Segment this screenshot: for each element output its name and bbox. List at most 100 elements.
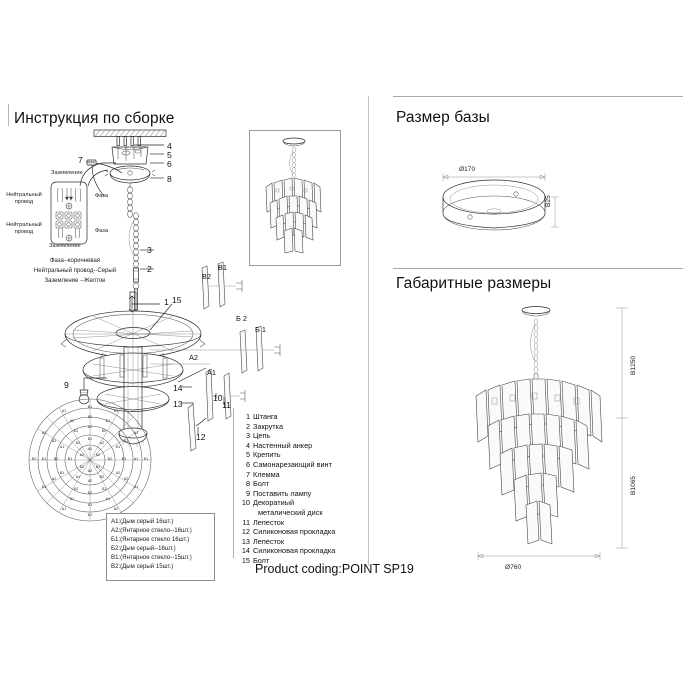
label-b2-cyrillic: Б 2	[236, 314, 248, 323]
part-label: Самонарезающий винт	[253, 459, 332, 469]
callout-6: 6	[167, 159, 172, 169]
part-label: Цепь	[253, 431, 271, 441]
wiring-ground-top-label: Заземление	[51, 170, 83, 176]
part-number: 4	[245, 440, 250, 450]
svg-text:A1: A1	[88, 503, 92, 507]
svg-text:Б1: Б1	[102, 487, 106, 491]
glass-legend-b1-cyr: Б1:(Янтарное стекло 16шт.)	[111, 536, 190, 544]
part-number: 15	[241, 555, 250, 565]
part-label: металический диск	[258, 507, 323, 517]
svg-text:B2: B2	[54, 457, 58, 461]
total-height-label: B1250	[630, 355, 637, 375]
fixture-height-label: B1065	[630, 475, 637, 495]
wiring-note-neutral: Нейтральный провод--Серый	[33, 268, 117, 274]
callout-13: 13	[173, 399, 183, 409]
lamp-bulb-diagram	[78, 377, 107, 405]
base-height-label: B25	[545, 195, 552, 207]
svg-text:Б1: Б1	[70, 497, 74, 501]
callout-1: 1	[164, 297, 169, 307]
callout-3: 3	[147, 245, 152, 255]
parts-list-item-continued: металический диск	[238, 508, 335, 518]
base-size-drawing	[442, 173, 559, 231]
glass-legend-box: A1:(Дым серый 16шт.) A2:(Янтарное стекло…	[106, 513, 215, 581]
svg-text:B1: B1	[96, 465, 100, 469]
petal-connect-leaders	[150, 349, 246, 383]
label-a1: A1	[207, 368, 217, 377]
part-number: 7	[245, 469, 250, 479]
wiring-neutral-top-label: Нейтральный провод	[6, 192, 42, 205]
svg-text:Б2: Б2	[114, 507, 118, 511]
svg-text:Б2: Б2	[108, 457, 112, 461]
part-number: 11	[242, 517, 250, 527]
base-diameter-label: Ø170	[459, 166, 476, 173]
svg-text:B1: B1	[122, 457, 126, 461]
wiring-ground-bottom-label: Заземление	[49, 243, 81, 249]
wiring-neutral-bottom-label: Нейтральный провод	[6, 222, 42, 235]
callout-15: 15	[172, 295, 182, 305]
svg-text:Б2: Б2	[124, 477, 128, 481]
part-label: Штанга	[253, 412, 278, 421]
svg-text:Б2: Б2	[80, 465, 84, 469]
svg-text:A1: A1	[88, 425, 92, 429]
part-label: Закрутка	[253, 421, 284, 431]
svg-text:A2: A2	[42, 431, 46, 435]
part-number: 5	[245, 450, 250, 460]
ceiling-mount-diagram	[86, 129, 167, 218]
part-label: Болт	[253, 479, 270, 489]
panel-divider	[368, 96, 369, 566]
svg-text:Б2: Б2	[102, 429, 106, 433]
svg-text:A2: A2	[74, 487, 78, 491]
part-number: 10	[241, 498, 250, 508]
svg-text:A1: A1	[76, 475, 80, 479]
wiring-note-phase: Фаза--коричневая	[49, 258, 101, 264]
wiring-leaders	[79, 162, 116, 187]
glass-legend-a2: A2:(Янтарное стекло--16шт.)	[111, 527, 192, 535]
svg-text:Б1: Б1	[42, 457, 46, 461]
product-code: Product coding:POINT SP19	[255, 562, 414, 576]
svg-text:A2: A2	[70, 419, 74, 423]
svg-text:B1: B1	[68, 457, 72, 461]
part-label: Настенный анкер	[253, 440, 313, 450]
svg-text:A2: A2	[88, 479, 92, 483]
svg-text:A2: A2	[100, 441, 104, 445]
part-label: Лепесток	[253, 536, 285, 546]
part-label: Декоратиый	[253, 498, 295, 508]
overall-dimensions-drawing	[475, 306, 628, 560]
svg-text:A1: A1	[134, 457, 138, 461]
svg-text:Б1: Б1	[88, 513, 92, 517]
part-label: Болт	[253, 555, 270, 565]
svg-text:*: *	[89, 459, 91, 463]
svg-text:B2: B2	[100, 475, 104, 479]
petal-group-a	[187, 368, 246, 452]
wiring-note-ground: Заземление --Желтое	[44, 278, 106, 284]
svg-text:A1: A1	[134, 485, 138, 489]
label-b1-latin: B1	[218, 263, 228, 272]
assembly-title: Инструкция по сборке	[14, 110, 175, 127]
glass-legend-b2-lat: B2:(Дым серый 15шт.)	[111, 563, 174, 571]
callout-4: 4	[167, 141, 172, 151]
svg-text:Б1: Б1	[144, 457, 148, 461]
svg-text:A1: A1	[124, 439, 128, 443]
callout-9: 9	[64, 380, 69, 390]
svg-text:A2: A2	[52, 477, 56, 481]
part-label: Силиконовая прокладка	[253, 527, 336, 537]
wiring-phase-top-label: Фаза	[95, 193, 108, 199]
callout-8: 8	[167, 174, 172, 184]
svg-text:A2: A2	[88, 469, 92, 473]
svg-text:Б2: Б2	[96, 453, 100, 457]
svg-text:Б2: Б2	[76, 441, 80, 445]
svg-text:Б1: Б1	[116, 445, 120, 449]
part-number: 6	[245, 459, 250, 469]
svg-text:Б1: Б1	[60, 471, 64, 475]
glass-legend-b2-cyr: Б2:(Дым серый--16шт.)	[111, 545, 176, 553]
